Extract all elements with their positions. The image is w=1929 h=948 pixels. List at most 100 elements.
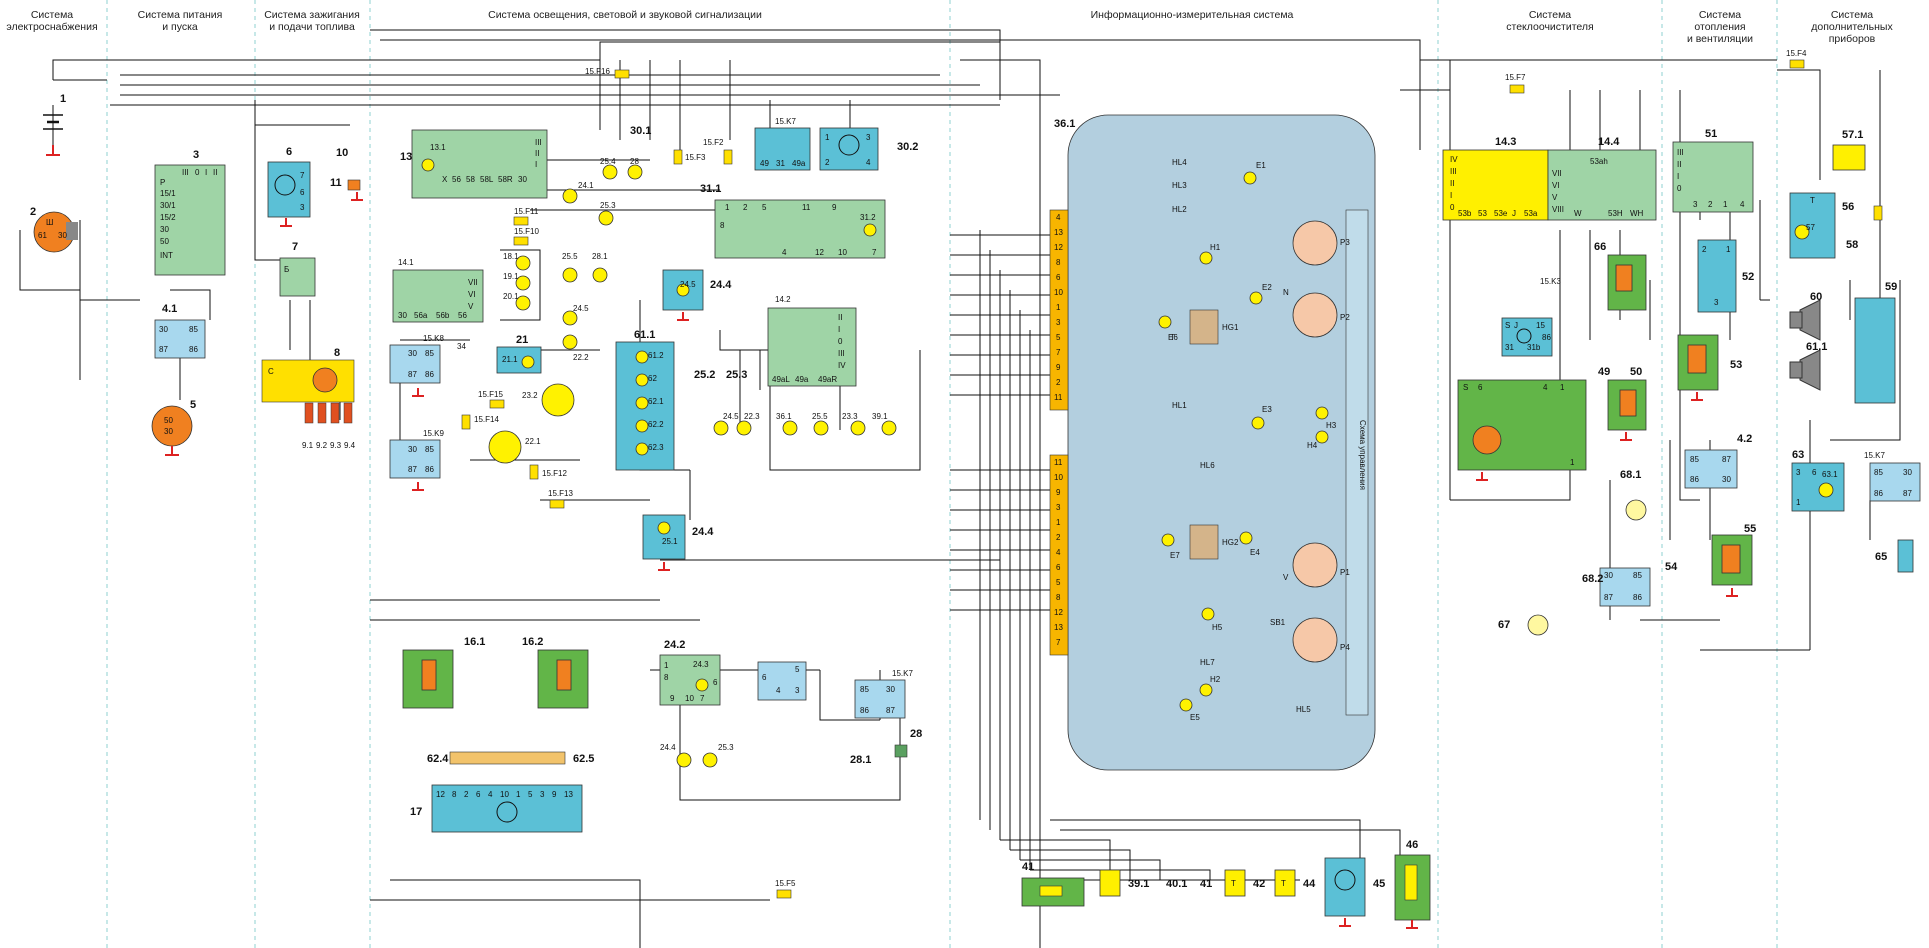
svg-text:31.2: 31.2 xyxy=(860,213,876,222)
label-17: 17 xyxy=(410,806,422,818)
relay-35: 30.2 1 3 2 4 xyxy=(819,127,918,171)
svg-text:7: 7 xyxy=(1056,348,1061,357)
section-title-heating-1: Система xyxy=(1699,9,1741,21)
relay-15-K8: 15.K8 30 85 87 86 xyxy=(389,334,444,384)
svg-text:5: 5 xyxy=(795,665,800,674)
svg-text:9.3: 9.3 xyxy=(330,441,342,450)
svg-text:III: III xyxy=(182,168,189,177)
module-62: 61.1 61.2 62 62.1 62.2 62.3 xyxy=(615,329,675,471)
svg-text:49a: 49a xyxy=(795,375,809,384)
section-title-power-2: электроснабжения xyxy=(6,21,97,33)
label-6: 6 xyxy=(286,146,292,158)
svg-text:11: 11 xyxy=(802,203,811,212)
svg-text:0: 0 xyxy=(1450,203,1455,212)
svg-text:J: J xyxy=(1514,321,1518,330)
svg-text:24.5: 24.5 xyxy=(723,412,739,421)
svg-text:24.1: 24.1 xyxy=(578,181,594,190)
svg-text:HL1: HL1 xyxy=(1172,401,1187,410)
svg-text:24.4: 24.4 xyxy=(660,743,676,752)
svg-text:6: 6 xyxy=(476,790,481,799)
svg-text:INT: INT xyxy=(160,251,173,260)
svg-text:13: 13 xyxy=(564,790,573,799)
label-61-2: 61.1 xyxy=(1806,341,1827,353)
wiper-motor-50: 49 S 6 4 1 1 xyxy=(1457,366,1610,471)
label-14-4: 14.4 xyxy=(1598,136,1620,148)
svg-text:2: 2 xyxy=(1708,200,1713,209)
svg-text:86: 86 xyxy=(1633,593,1642,602)
section-title-info: Информационно-измерительная система xyxy=(1091,9,1294,21)
svg-text:3: 3 xyxy=(540,790,545,799)
label-68-2: 68.1 xyxy=(1620,469,1641,481)
svg-text:9: 9 xyxy=(1056,363,1061,372)
svg-text:1: 1 xyxy=(1723,200,1728,209)
svg-text:53e: 53e xyxy=(1494,209,1508,218)
svg-text:15: 15 xyxy=(1536,321,1545,330)
svg-text:E1: E1 xyxy=(1256,161,1266,170)
svg-text:3: 3 xyxy=(1693,200,1698,209)
fuse-15-F3: 15.F3 xyxy=(685,153,706,162)
fuse-15-F2: 15.F2 xyxy=(703,138,724,147)
label-66: 65 xyxy=(1875,551,1887,563)
svg-text:7: 7 xyxy=(300,171,305,180)
connector-top: 4 13 12 8 6 10 1 3 5 7 9 2 11 xyxy=(1049,209,1069,411)
fuse-15-F11: 15.F11 xyxy=(514,207,539,216)
switch-14-4: 14.4 53ah VII VI V VIII W 53H WH xyxy=(1547,136,1657,221)
svg-text:4: 4 xyxy=(866,158,871,167)
svg-text:8: 8 xyxy=(452,790,457,799)
svg-text:8: 8 xyxy=(664,673,669,682)
label-52: 51 xyxy=(1705,128,1717,140)
svg-text:86: 86 xyxy=(1690,475,1699,484)
svg-text:31b: 31b xyxy=(1527,343,1541,352)
svg-text:V: V xyxy=(468,302,474,311)
module-28: 24.2 24.3 1 8 9 10 7 6 xyxy=(659,639,721,706)
svg-text:61.2: 61.2 xyxy=(648,351,664,360)
svg-text:12: 12 xyxy=(815,248,824,257)
label-68-1: 67 xyxy=(1498,619,1510,631)
svg-text:VI: VI xyxy=(1552,181,1560,190)
label-53: 52 xyxy=(1742,271,1754,283)
module-63: 63 63.1 3 6 1 xyxy=(1791,449,1845,512)
label-58: 57.1 xyxy=(1842,129,1863,141)
label-10: 10 xyxy=(336,147,348,159)
svg-text:87: 87 xyxy=(886,706,895,715)
svg-text:4: 4 xyxy=(1740,200,1745,209)
svg-text:4: 4 xyxy=(1056,213,1061,222)
svg-text:5: 5 xyxy=(1056,333,1061,342)
svg-text:9.1: 9.1 xyxy=(302,441,314,450)
svg-text:5: 5 xyxy=(762,203,767,212)
label-61-1: 60 xyxy=(1810,291,1822,303)
label-43: 40.1 xyxy=(1166,878,1187,890)
svg-text:HG2: HG2 xyxy=(1222,538,1239,547)
svg-text:P: P xyxy=(160,178,165,187)
svg-text:3: 3 xyxy=(1056,318,1061,327)
svg-text:3: 3 xyxy=(1714,298,1719,307)
svg-text:11: 11 xyxy=(1054,393,1063,402)
label-4-1: 4.1 xyxy=(162,303,177,315)
fan-54: 53 xyxy=(1677,334,1742,391)
svg-text:85: 85 xyxy=(189,325,198,334)
svg-text:6: 6 xyxy=(1056,563,1061,572)
svg-text:87: 87 xyxy=(1604,593,1613,602)
motor-56: 54 55 xyxy=(1665,523,1756,586)
svg-text:1: 1 xyxy=(725,203,730,212)
label-21: 21 xyxy=(516,334,528,346)
section-title-wiper-2: стеклоочистителя xyxy=(1506,21,1593,33)
svg-text:II: II xyxy=(1450,179,1454,188)
svg-text:53H: 53H xyxy=(1608,209,1623,218)
svg-text:30: 30 xyxy=(398,311,407,320)
svg-text:25.5: 25.5 xyxy=(562,252,578,261)
svg-text:8: 8 xyxy=(1056,593,1061,602)
svg-text:25.1: 25.1 xyxy=(662,537,678,546)
fuse-15-F7: 15.F7 xyxy=(1505,73,1526,82)
svg-text:E7: E7 xyxy=(1170,551,1180,560)
svg-text:2: 2 xyxy=(825,158,830,167)
svg-text:53a: 53a xyxy=(1524,209,1538,218)
svg-text:6: 6 xyxy=(713,678,718,687)
svg-text:II: II xyxy=(838,313,842,322)
svg-text:30: 30 xyxy=(518,175,527,184)
svg-text:E2: E2 xyxy=(1262,283,1272,292)
svg-text:HG1: HG1 xyxy=(1222,323,1239,332)
sensors-bottom: 41 39.1 40.1 41 T 42 T 44 45 46 xyxy=(1021,839,1431,921)
svg-text:12: 12 xyxy=(1054,243,1063,252)
